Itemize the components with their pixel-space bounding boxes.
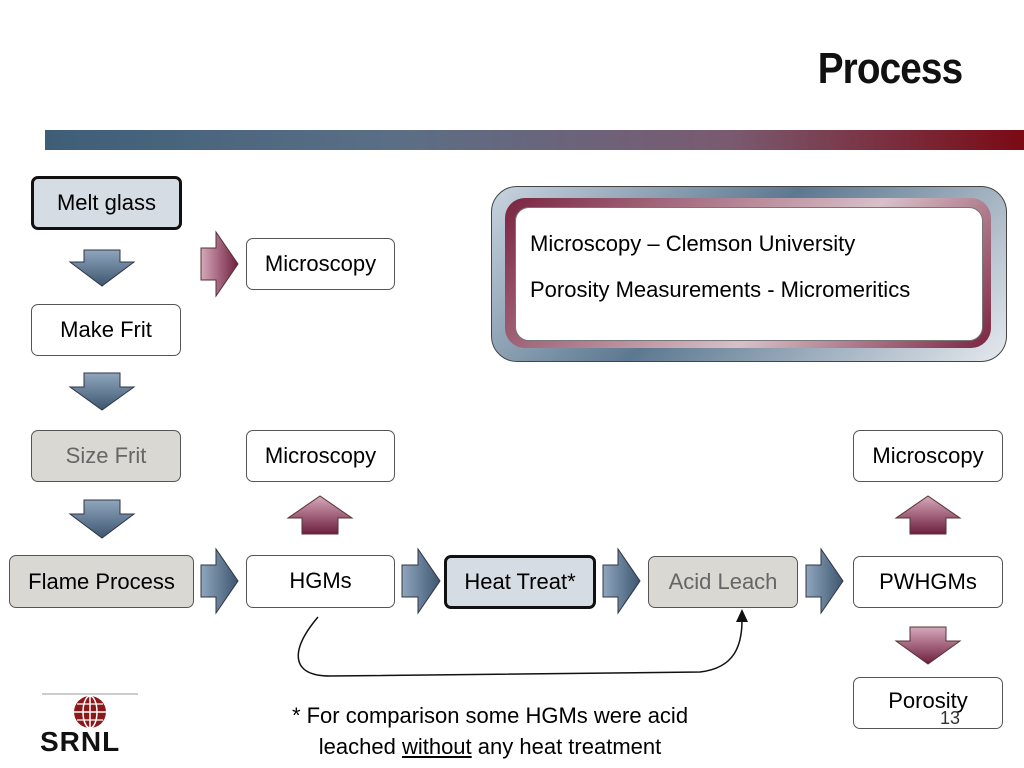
flame-process-box: Flame Process: [9, 555, 194, 608]
title-banner: [45, 130, 1024, 150]
footnote-line-2: leached without any heat treatment: [250, 731, 730, 762]
curved-connector: [297, 616, 743, 677]
size-frit-box: Size Frit: [31, 430, 181, 482]
footnote-text: any heat treatment: [471, 734, 662, 759]
acid-leach-box: Acid Leach: [648, 556, 798, 608]
slide-number: 13: [940, 708, 961, 728]
footnote-line-1: * For comparison some HGMs were acid: [291, 703, 689, 728]
info-box: [515, 207, 983, 341]
footnote: * For comparison some HGMs were acid lea…: [250, 700, 730, 762]
footnote-underlined-word: without: [401, 734, 472, 759]
pwhgms-box: PWHGMs: [853, 556, 1003, 608]
right-arrow-icon: [805, 547, 844, 615]
porosity-box: Porosity: [853, 677, 1003, 729]
srnl-logo-icon: [42, 693, 138, 729]
down-arrow-icon: [894, 626, 962, 665]
make-frit-box: Make Frit: [31, 304, 181, 356]
hgms-box: HGMs: [246, 555, 395, 608]
info-line-microscopy: Microscopy – Clemson University: [530, 231, 856, 256]
microscopy-box-2: Microscopy: [246, 430, 395, 482]
heat-treat-box: Heat Treat*: [444, 555, 596, 609]
right-arrow-icon: [200, 230, 239, 298]
microscopy-box-3: Microscopy: [853, 430, 1003, 482]
melt-glass-box: Melt glass: [31, 176, 182, 230]
arrowhead-icon: [736, 609, 748, 622]
microscopy-box-1: Microscopy: [246, 238, 395, 290]
slide-title: Process: [817, 44, 962, 93]
down-arrow-icon: [68, 499, 136, 539]
right-arrow-icon: [602, 547, 641, 615]
right-arrow-icon: [200, 547, 239, 615]
info-line-porosity: Porosity Measurements - Micromeritics: [530, 277, 911, 302]
footnote-text: leached: [318, 734, 402, 759]
right-arrow-icon: [401, 547, 441, 615]
down-arrow-icon: [68, 249, 136, 287]
logo-text: SRNL: [40, 726, 121, 757]
down-arrow-icon: [68, 372, 136, 411]
up-arrow-icon: [894, 495, 962, 535]
up-arrow-icon: [286, 495, 354, 535]
